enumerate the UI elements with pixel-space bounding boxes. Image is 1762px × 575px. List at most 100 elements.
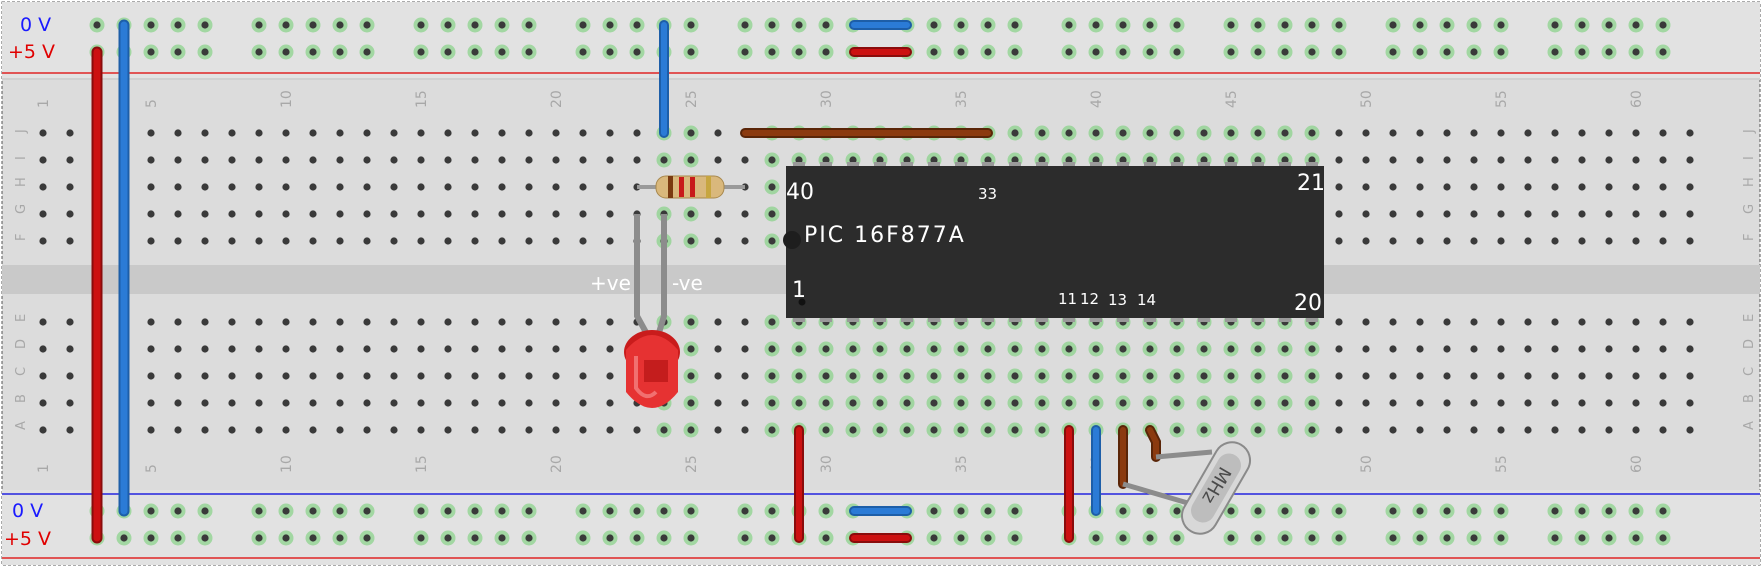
breadboard-hole[interactable]	[66, 318, 74, 326]
breadboard-hole[interactable]	[228, 399, 236, 407]
breadboard-hole[interactable]	[1524, 399, 1532, 407]
rail-hole[interactable]	[1092, 534, 1100, 542]
breadboard-hole[interactable]	[1659, 129, 1667, 137]
breadboard-hole[interactable]	[1524, 372, 1532, 380]
breadboard-hole[interactable]	[336, 129, 344, 137]
breadboard-hole[interactable]	[1659, 237, 1667, 245]
breadboard-hole[interactable]	[984, 156, 992, 164]
breadboard-hole[interactable]	[1416, 318, 1424, 326]
breadboard-hole[interactable]	[363, 318, 371, 326]
rail-hole[interactable]	[1011, 507, 1019, 515]
breadboard-hole[interactable]	[1362, 318, 1370, 326]
breadboard-hole[interactable]	[1335, 318, 1343, 326]
breadboard-hole[interactable]	[390, 345, 398, 353]
breadboard-hole[interactable]	[768, 318, 776, 326]
breadboard-hole[interactable]	[552, 210, 560, 218]
rail-hole[interactable]	[1308, 534, 1316, 542]
breadboard-hole[interactable]	[1335, 372, 1343, 380]
rail-hole[interactable]	[147, 21, 155, 29]
breadboard-hole[interactable]	[444, 426, 452, 434]
breadboard-hole[interactable]	[444, 183, 452, 191]
breadboard-hole[interactable]	[930, 399, 938, 407]
rail-hole[interactable]	[201, 48, 209, 56]
rail-hole[interactable]	[1173, 507, 1181, 515]
breadboard-hole[interactable]	[660, 156, 668, 164]
rail-hole[interactable]	[606, 534, 614, 542]
breadboard-hole[interactable]	[579, 372, 587, 380]
breadboard-hole[interactable]	[1659, 426, 1667, 434]
rail-hole[interactable]	[1497, 534, 1505, 542]
rail-hole[interactable]	[1119, 507, 1127, 515]
breadboard-hole[interactable]	[201, 426, 209, 434]
breadboard-hole[interactable]	[1632, 318, 1640, 326]
breadboard-hole[interactable]	[1065, 156, 1073, 164]
breadboard-hole[interactable]	[1173, 399, 1181, 407]
breadboard-hole[interactable]	[255, 156, 263, 164]
breadboard-hole[interactable]	[309, 156, 317, 164]
breadboard-hole[interactable]	[1551, 426, 1559, 434]
breadboard-hole[interactable]	[1335, 399, 1343, 407]
breadboard-hole[interactable]	[1416, 399, 1424, 407]
breadboard-hole[interactable]	[174, 372, 182, 380]
rail-hole[interactable]	[1011, 21, 1019, 29]
rail-hole[interactable]	[1254, 507, 1262, 515]
breadboard-hole[interactable]	[552, 183, 560, 191]
breadboard-hole[interactable]	[1308, 372, 1316, 380]
rail-hole[interactable]	[201, 507, 209, 515]
breadboard-hole[interactable]	[309, 426, 317, 434]
breadboard-hole[interactable]	[471, 237, 479, 245]
breadboard-hole[interactable]	[1227, 426, 1235, 434]
rail-hole[interactable]	[1470, 507, 1478, 515]
breadboard-hole[interactable]	[228, 183, 236, 191]
breadboard-hole[interactable]	[687, 210, 695, 218]
breadboard-hole[interactable]	[309, 183, 317, 191]
breadboard-hole[interactable]	[1362, 372, 1370, 380]
breadboard-hole[interactable]	[39, 372, 47, 380]
breadboard-hole[interactable]	[228, 318, 236, 326]
breadboard-hole[interactable]	[1578, 237, 1586, 245]
breadboard-hole[interactable]	[147, 156, 155, 164]
breadboard-hole[interactable]	[849, 156, 857, 164]
breadboard-hole[interactable]	[1605, 426, 1613, 434]
rail-hole[interactable]	[1443, 21, 1451, 29]
rail-hole[interactable]	[255, 534, 263, 542]
rail-hole[interactable]	[822, 21, 830, 29]
breadboard-hole[interactable]	[1524, 210, 1532, 218]
rail-hole[interactable]	[1227, 21, 1235, 29]
breadboard-hole[interactable]	[633, 426, 641, 434]
breadboard-hole[interactable]	[579, 183, 587, 191]
breadboard-hole[interactable]	[1281, 345, 1289, 353]
breadboard-hole[interactable]	[498, 237, 506, 245]
breadboard-hole[interactable]	[1551, 345, 1559, 353]
breadboard-hole[interactable]	[363, 183, 371, 191]
rail-hole[interactable]	[255, 507, 263, 515]
breadboard-hole[interactable]	[876, 345, 884, 353]
rail-hole[interactable]	[1578, 48, 1586, 56]
breadboard-hole[interactable]	[309, 372, 317, 380]
breadboard-hole[interactable]	[1578, 183, 1586, 191]
breadboard-hole[interactable]	[552, 345, 560, 353]
rail-hole[interactable]	[768, 507, 776, 515]
breadboard-hole[interactable]	[228, 129, 236, 137]
breadboard-hole[interactable]	[390, 372, 398, 380]
breadboard-hole[interactable]	[282, 237, 290, 245]
breadboard-hole[interactable]	[282, 318, 290, 326]
breadboard-hole[interactable]	[498, 156, 506, 164]
breadboard-hole[interactable]	[1254, 345, 1262, 353]
breadboard-hole[interactable]	[1524, 237, 1532, 245]
breadboard-hole[interactable]	[66, 183, 74, 191]
breadboard-hole[interactable]	[174, 183, 182, 191]
rail-hole[interactable]	[579, 48, 587, 56]
breadboard-hole[interactable]	[1065, 345, 1073, 353]
rail-hole[interactable]	[822, 48, 830, 56]
breadboard-hole[interactable]	[336, 237, 344, 245]
breadboard-hole[interactable]	[768, 210, 776, 218]
breadboard-hole[interactable]	[1038, 156, 1046, 164]
breadboard-hole[interactable]	[579, 156, 587, 164]
breadboard-hole[interactable]	[714, 210, 722, 218]
breadboard-hole[interactable]	[1686, 129, 1694, 137]
breadboard-hole[interactable]	[525, 318, 533, 326]
breadboard-hole[interactable]	[1200, 426, 1208, 434]
rail-hole[interactable]	[1146, 534, 1154, 542]
rail-hole[interactable]	[984, 48, 992, 56]
